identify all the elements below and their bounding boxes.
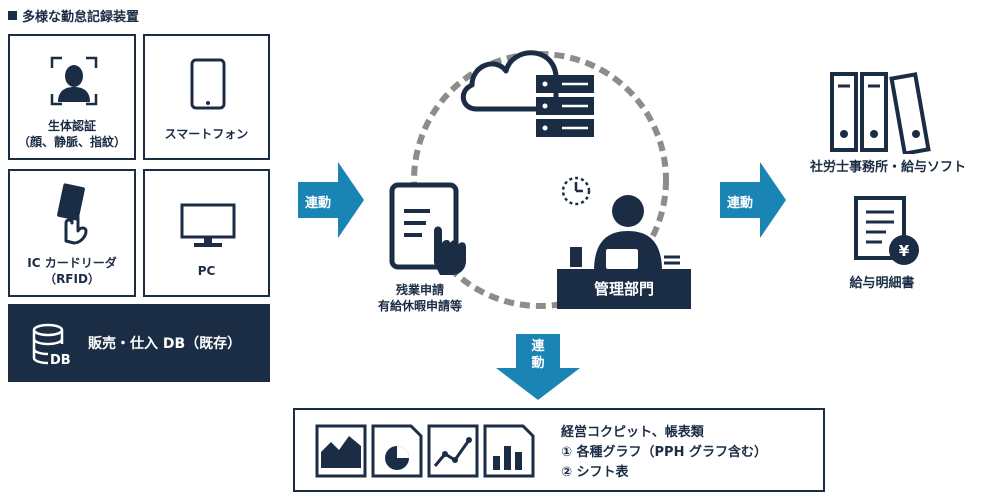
- link-arrow-down: [496, 334, 580, 400]
- ic-card-hand-icon: [57, 183, 88, 245]
- smartphone-label: スマートフォン: [164, 127, 249, 141]
- sales-db-box: DB 販売・仕入 DB（既存）: [8, 304, 270, 382]
- tablet-touch-icon: [389, 182, 466, 275]
- management-box: 管理部門: [557, 269, 691, 309]
- pc-label: PC: [197, 264, 216, 278]
- pie-chart-icon: [371, 424, 423, 478]
- cockpit-line1: 経営コクピット、帳表類: [561, 425, 704, 440]
- management-cockpit-box: 経営コクピット、帳表類 ① 各種グラフ（PPH グラフ含む） ② シフト表: [293, 408, 825, 492]
- device-smartphone: スマートフォン: [143, 34, 270, 160]
- svg-text:DB: DB: [50, 353, 71, 366]
- manager-person-icon: [570, 195, 680, 271]
- payslip-label: 給与明細書: [849, 276, 915, 291]
- device-ic-card: IC カードリーダ （RFID）: [8, 169, 136, 297]
- title-square-icon: [8, 11, 17, 20]
- binders-icon: [830, 72, 931, 154]
- bar-chart-icon: [483, 424, 535, 478]
- link-label-down-text: 連動: [531, 339, 545, 371]
- title-text: 多様な勤怠記録装置: [22, 10, 140, 25]
- tablet-icon: [190, 58, 226, 110]
- ic-card-label: IC カードリーダ （RFID）: [27, 256, 117, 286]
- line-chart-icon: [427, 424, 479, 478]
- database-icon: DB: [32, 323, 71, 366]
- cockpit-line2: ① 各種グラフ（PPH グラフ含む）: [561, 445, 767, 460]
- device-biometric: 生体認証 （顔、静脈、指紋）: [8, 34, 136, 160]
- central-cycle: [389, 50, 680, 309]
- link-label-right: 連動: [727, 196, 754, 211]
- cloud-icon: [460, 50, 559, 112]
- link-label-left: 連動: [305, 196, 332, 211]
- db-label: 販売・仕入 DB（既存）: [88, 336, 242, 352]
- labor-office-label: 社労士事務所・給与ソフト: [809, 160, 966, 175]
- link-arrow-right: [720, 162, 786, 238]
- face-scan-icon: [50, 56, 98, 106]
- section-title: 多様な勤怠記録装置: [8, 6, 139, 25]
- monitor-icon: [180, 203, 236, 247]
- cockpit-line3: ② シフト表: [561, 465, 629, 480]
- link-label-down: 連動: [526, 338, 550, 372]
- biometric-label: 生体認証 （顔、静脈、指紋）: [17, 119, 126, 149]
- link-arrow-left: [298, 162, 364, 238]
- yen-symbol: ¥: [898, 242, 910, 260]
- clock-icon: [561, 176, 591, 206]
- payslip-icon: [854, 196, 919, 265]
- device-pc: PC: [143, 169, 270, 297]
- report-icons: [315, 424, 535, 478]
- overtime-caption: 残業申請 有給休暇申請等: [377, 283, 462, 313]
- area-chart-icon: [315, 424, 367, 478]
- server-icon: [536, 75, 594, 137]
